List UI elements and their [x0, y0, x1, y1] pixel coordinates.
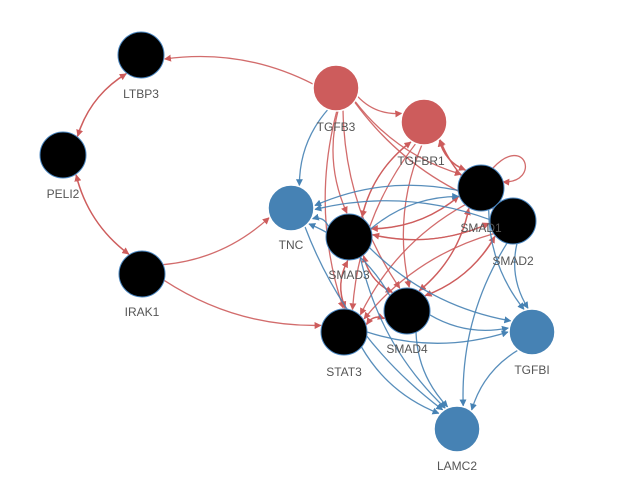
edge-stat3-to-lamc2: [360, 346, 440, 415]
edge-smad4-to-smad3: [361, 255, 394, 294]
node-label-peli2: PELI2: [47, 187, 80, 201]
node-ltbp3[interactable]: [117, 31, 165, 79]
node-label-smad4: SMAD4: [386, 342, 428, 356]
edge-smad1-to-smad4: [418, 207, 470, 291]
node-stat3[interactable]: [320, 308, 368, 356]
edge-smad2-to-smad3: [372, 222, 491, 241]
edge-tgfb3-to-ltbp3: [164, 54, 314, 85]
node-label-tgfbr1: TGFBR1: [397, 154, 445, 168]
node-tgfbr1[interactable]: [400, 98, 448, 146]
edge-tgfb3-to-smad3: [332, 110, 348, 214]
edge-smad3-to-smad1: [370, 192, 460, 230]
node-tgfb3[interactable]: [312, 64, 360, 112]
node-label-ltbp3: LTBP3: [123, 87, 159, 101]
edge-smad3-to-tnc: [311, 213, 330, 227]
edge-smad2-to-smad4: [424, 235, 497, 297]
nodes-layer: [39, 31, 556, 453]
edge-smad4-to-tgfbi: [429, 314, 509, 333]
edge-stat3-to-smad4: [365, 313, 385, 326]
edge-smad3-to-tgfbr1: [360, 141, 412, 218]
edge-smad3-to-tgfbi: [368, 247, 512, 324]
edge-tgfb3-to-smad1: [354, 100, 462, 176]
node-label-stat3: STAT3: [326, 365, 362, 379]
node-label-tnc: TNC: [279, 238, 304, 252]
edge-tgfbr1-to-smad4: [402, 144, 423, 288]
node-label-lamc2: LAMC2: [437, 459, 477, 473]
edge-ltbp3-to-peli2: [76, 72, 128, 137]
edge-tgfbi-to-lamc2: [470, 349, 519, 411]
edge-tgfb3-to-tnc: [295, 109, 329, 187]
edge-smad1-to-tnc: [314, 184, 459, 207]
node-label-smad1: SMAD1: [460, 221, 502, 235]
edge-irak1-to-stat3: [163, 279, 322, 330]
edge-smad1-to-smad3: [370, 195, 460, 233]
edge-irak1-to-peli2: [74, 174, 130, 256]
edge-smad1-to-smad1: [492, 154, 527, 186]
edges-layer: [74, 54, 529, 415]
edge-peli2-to-irak1: [75, 174, 130, 255]
edge-stat3-to-tgfbi: [366, 330, 509, 344]
node-label-irak1: IRAK1: [125, 305, 160, 319]
edge-smad2-to-stat3: [363, 232, 494, 320]
edge-smad4-to-lamc2: [415, 332, 449, 408]
node-lamc2[interactable]: [433, 405, 481, 453]
edge-tgfb3-to-tgfbr1: [357, 95, 403, 118]
node-smad1[interactable]: [457, 164, 505, 212]
node-label-smad2: SMAD2: [492, 254, 534, 268]
edge-smad2-to-tgfbi: [514, 243, 529, 309]
edge-smad1-to-stat3: [359, 204, 466, 316]
node-smad3[interactable]: [325, 213, 373, 261]
edge-smad3-to-lamc2: [359, 256, 446, 409]
edge-irak1-to-tnc: [162, 217, 270, 266]
node-tnc[interactable]: [267, 184, 315, 232]
node-peli2[interactable]: [39, 131, 87, 179]
node-label-smad3: SMAD3: [328, 268, 370, 282]
node-irak1[interactable]: [118, 250, 166, 298]
edge-smad1-to-tgfbi: [488, 209, 525, 310]
edge-smad2-to-tnc: [314, 200, 491, 221]
node-smad4[interactable]: [383, 287, 431, 335]
edge-tgfbr1-to-smad3: [360, 140, 412, 218]
node-label-tgfb3: TGFB3: [317, 120, 356, 134]
edge-smad2-to-lamc2: [459, 242, 508, 407]
edge-tgfb3-to-smad4: [342, 109, 401, 289]
edge-tgfb3-to-stat3: [324, 110, 345, 309]
node-label-tgfbi: TGFBI: [514, 363, 549, 377]
node-tgfbi[interactable]: [508, 308, 556, 356]
edge-tgfbr1-to-stat3: [349, 143, 417, 311]
node-smad2[interactable]: [489, 197, 537, 245]
edge-peli2-to-ltbp3: [76, 73, 127, 138]
